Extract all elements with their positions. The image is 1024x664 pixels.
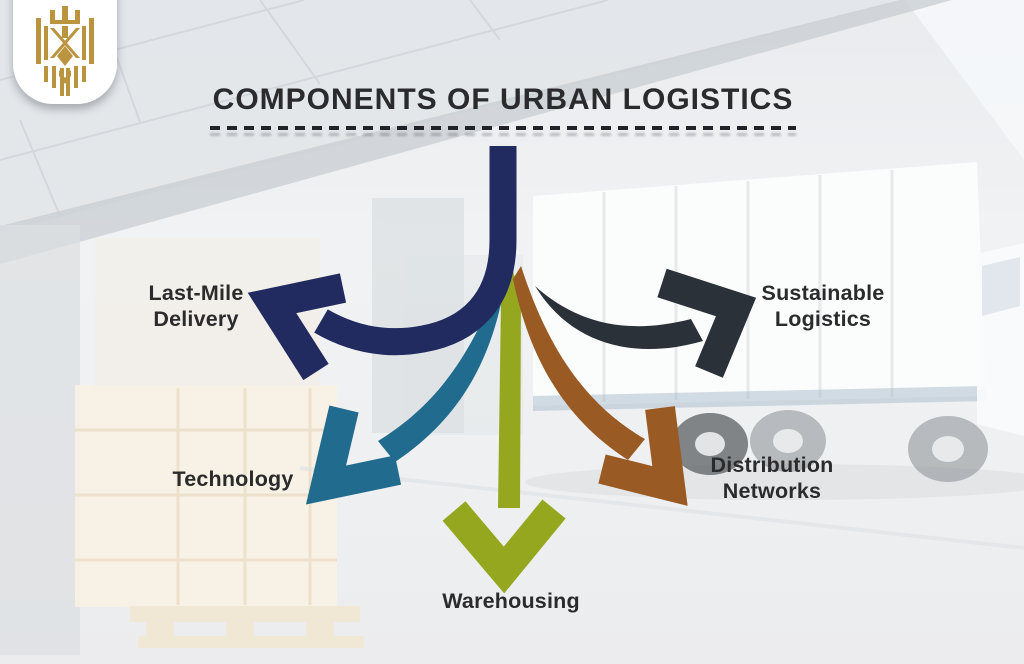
title-underline <box>210 126 796 130</box>
page-title: COMPONENTS OF URBAN LOGISTICS <box>212 83 794 116</box>
arrow-sustainable-logistics-shaft <box>535 286 703 350</box>
arrow-distribution-networks-head <box>598 406 688 506</box>
label-sustainable-logistics: Sustainable Logistics <box>761 281 885 332</box>
label-distribution-networks: Distribution Networks <box>710 453 834 504</box>
title-block: COMPONENTS OF URBAN LOGISTICS <box>210 83 796 136</box>
label-last-mile-delivery: Last-Mile Delivery <box>148 281 244 332</box>
truck-cab <box>977 243 1024 436</box>
brand-logo <box>13 0 117 104</box>
arrow-last-mile-delivery-shaft <box>314 146 517 356</box>
truck-wheels <box>672 410 988 482</box>
arrow-distribution-networks-shaft <box>513 266 645 460</box>
arrow-warehousing-shaft <box>498 264 521 508</box>
arrow-last-mile-delivery-head <box>247 273 347 381</box>
pallet <box>130 606 364 648</box>
label-warehousing: Warehousing <box>442 589 580 613</box>
arrow-distribution-networks <box>513 266 688 506</box>
warehouse-roof <box>0 0 1024 264</box>
arrow-technology-head <box>305 405 402 505</box>
brand-logo-icon <box>36 6 94 96</box>
arrow-sustainable-logistics-head <box>657 268 757 378</box>
label-technology: Technology <box>172 467 294 491</box>
title-underline-shadow <box>210 133 796 136</box>
arrow-warehousing-head <box>442 499 566 594</box>
arrow-warehousing <box>442 264 566 594</box>
truck-chassis <box>533 386 986 411</box>
arrow-sustainable-logistics <box>535 268 757 378</box>
arrow-last-mile-delivery <box>247 146 517 381</box>
